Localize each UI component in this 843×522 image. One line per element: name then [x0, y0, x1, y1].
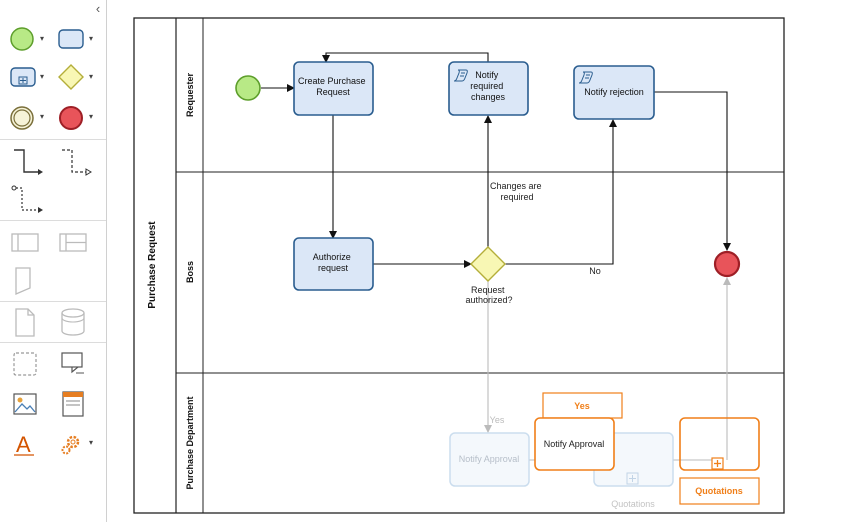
svg-text:A: A: [16, 432, 31, 457]
lane-title: Requester: [185, 72, 195, 117]
flow-rejection-to-end[interactable]: [654, 91, 731, 251]
gateway-tool-icon[interactable]: [56, 62, 92, 94]
task-label: Authorize request: [313, 252, 354, 273]
task-label: Notify required changes: [470, 70, 506, 102]
data-store-tool-icon[interactable]: [56, 306, 92, 338]
task-authorize-request[interactable]: Authorize request: [293, 237, 374, 291]
collapse-palette-icon[interactable]: ‹: [95, 1, 101, 16]
palette-divider: [0, 342, 106, 343]
annotation-tool-icon[interactable]: [8, 264, 44, 296]
task-notify-approval-ghost: Notify Approval: [449, 432, 530, 487]
group-tool-icon[interactable]: [8, 348, 44, 380]
lanes-tool-icon[interactable]: [56, 226, 92, 258]
task-label: Notify rejection: [584, 87, 644, 97]
lane-requester[interactable]: Requester: [176, 18, 784, 513]
task-notify-required-changes[interactable]: Notify required changes: [448, 61, 529, 116]
pool-tool-icon[interactable]: [8, 226, 44, 258]
flow-gateway-to-rejection[interactable]: [505, 119, 617, 265]
drag-preview-quotations-label[interactable]: Quotations: [679, 477, 760, 505]
task-label: Notify Approval: [544, 439, 605, 449]
chevron-down-icon[interactable]: ▾: [40, 34, 45, 43]
task-tool-icon[interactable]: [56, 24, 92, 56]
chevron-down-icon[interactable]: ▾: [89, 438, 94, 447]
association-tool-icon[interactable]: [8, 184, 44, 216]
gateway-label: Request authorized?: [465, 285, 512, 305]
palette-divider: [0, 139, 106, 140]
intermediate-event-tool-icon[interactable]: [8, 102, 44, 134]
lane-title: Boss: [185, 261, 195, 283]
flow-changes-to-create[interactable]: [322, 52, 489, 63]
drag-preview-yes-label[interactable]: Yes: [542, 392, 623, 419]
drag-preview-notify-approval[interactable]: Notify Approval: [534, 417, 615, 471]
subprocess-tool-icon[interactable]: [8, 62, 44, 94]
script-icon: [453, 69, 468, 82]
lane-boss[interactable]: Boss: [176, 261, 784, 374]
lane-title: Purchase Department: [185, 396, 195, 489]
palette-divider: [0, 220, 106, 221]
chevron-down-icon[interactable]: ▾: [40, 112, 45, 121]
image-tool-icon[interactable]: [8, 388, 44, 420]
svg-text:Yes: Yes: [574, 401, 590, 411]
data-object-tool-icon[interactable]: [8, 306, 44, 338]
chevron-down-icon[interactable]: ▾: [89, 34, 94, 43]
subprocess-label: Quotations: [611, 499, 655, 509]
message-flow-tool-icon[interactable]: [56, 146, 92, 178]
end-event[interactable]: [713, 250, 741, 278]
pool-title: Purchase Request: [147, 221, 158, 309]
template-tool-icon[interactable]: [56, 388, 92, 420]
palette-divider: [0, 301, 106, 302]
flow-label-yes-ghost: Yes: [490, 415, 505, 425]
comment-tool-icon[interactable]: [56, 348, 92, 380]
task-label: Notify Approval: [459, 454, 520, 464]
svg-text:Quotations: Quotations: [695, 486, 743, 496]
chevron-down-icon[interactable]: ▾: [89, 112, 94, 121]
chevron-down-icon[interactable]: ▾: [40, 72, 45, 81]
text-tool-icon[interactable]: A: [8, 428, 44, 460]
end-event-tool-icon[interactable]: [56, 102, 92, 134]
settings-tool-icon[interactable]: [56, 428, 92, 460]
script-icon: [578, 71, 593, 84]
task-create-purchase-request[interactable]: Create Purchase Request: [293, 61, 374, 116]
palette-panel: ‹ ▾ ▾ ▾ ▾ ▾ ▾: [0, 0, 107, 522]
sequence-flow-tool-icon[interactable]: [8, 146, 44, 178]
start-event[interactable]: [235, 75, 261, 101]
start-event-tool-icon[interactable]: [8, 24, 44, 56]
chevron-down-icon[interactable]: ▾: [89, 72, 94, 81]
gateway-request-authorized[interactable]: Request authorized?: [465, 246, 513, 305]
lane-purchase-department[interactable]: Purchase Department: [185, 396, 195, 489]
drag-preview-quotations-subprocess[interactable]: [679, 417, 760, 471]
flow-label-no: No: [589, 266, 601, 276]
task-label: Create Purchase Request: [298, 76, 368, 97]
task-notify-rejection[interactable]: Notify rejection: [573, 65, 655, 120]
flow-label-changes: Changes are required: [490, 181, 544, 202]
